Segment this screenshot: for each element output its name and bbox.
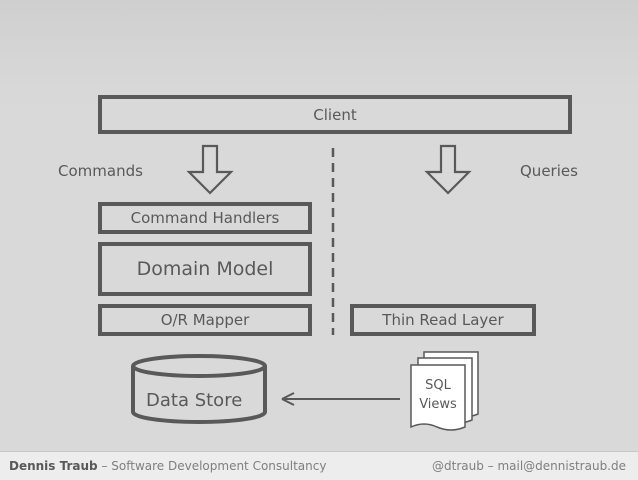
commands-down-arrow	[186, 144, 234, 195]
data-store-label: Data Store	[146, 390, 243, 411]
domain-model-box: Domain Model	[98, 242, 312, 296]
client-box: Client	[98, 95, 572, 134]
thin-read-layer-box: Thin Read Layer	[350, 304, 536, 336]
command-handlers-box: Command Handlers	[98, 202, 312, 234]
data-store-cylinder	[131, 354, 267, 424]
command-handlers-label: Command Handlers	[130, 209, 280, 227]
footer-credit: Dennis Traub – Software Development Cons…	[9, 459, 326, 473]
client-label: Client	[313, 105, 357, 124]
footer-contact: @dtraub – mail@dennistraub.de	[432, 459, 626, 473]
sql-views-line1: SQL	[425, 378, 451, 393]
domain-model-label: Domain Model	[136, 258, 274, 280]
views-to-store-arrow	[281, 392, 400, 406]
or-mapper-label: O/R Mapper	[160, 311, 250, 329]
sql-views-line2: Views	[419, 397, 457, 412]
thin-read-layer-label: Thin Read Layer	[382, 311, 504, 329]
sql-views-label: SQL Views	[414, 376, 462, 414]
footer: Dennis Traub – Software Development Cons…	[0, 451, 638, 480]
queries-label: Queries	[520, 162, 578, 180]
or-mapper-box: O/R Mapper	[98, 304, 312, 336]
footer-subtitle: – Software Development Consultancy	[97, 459, 327, 473]
footer-author: Dennis Traub	[9, 459, 98, 473]
background-texture	[0, 0, 638, 110]
queries-down-arrow	[424, 144, 472, 195]
commands-label: Commands	[58, 162, 143, 180]
